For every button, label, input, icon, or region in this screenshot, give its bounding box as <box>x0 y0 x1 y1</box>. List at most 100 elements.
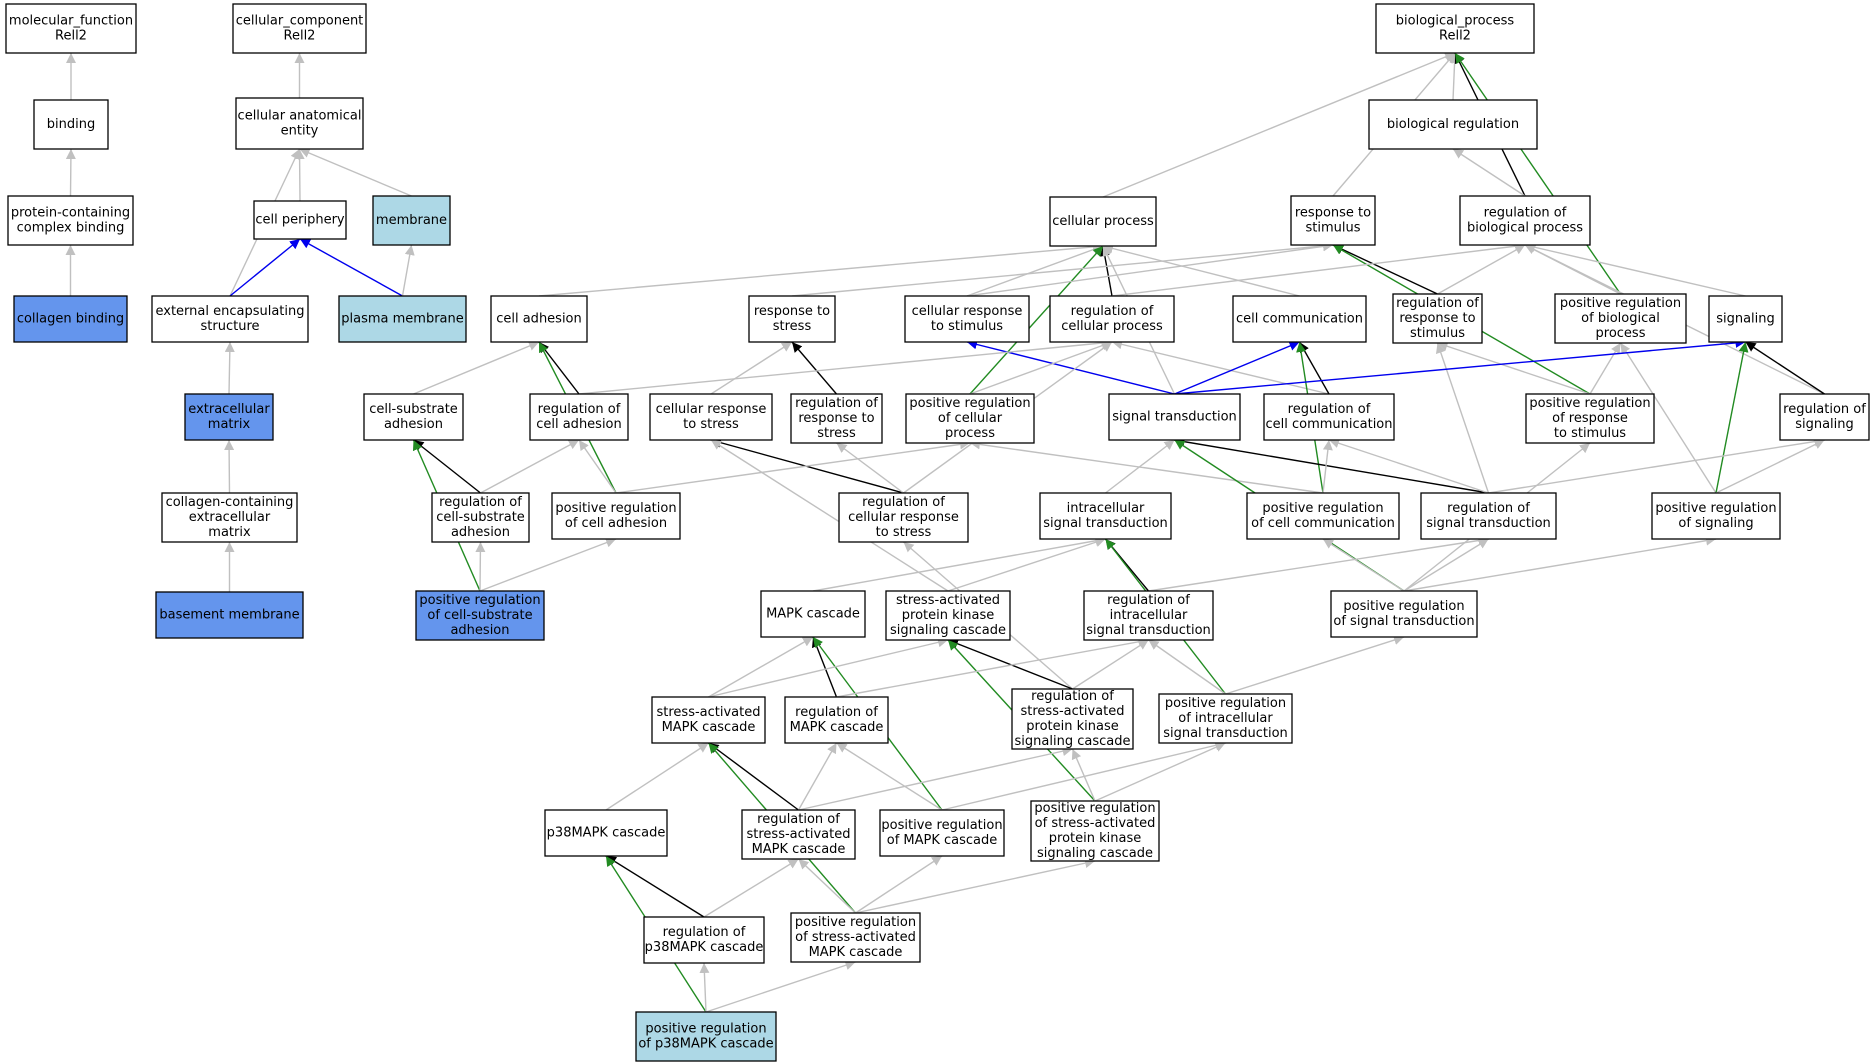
node-box[interactable] <box>1030 800 1160 862</box>
node-bm[interactable]: basement membrane <box>155 591 304 639</box>
node-box[interactable] <box>1232 295 1367 343</box>
node-box[interactable] <box>7 195 134 246</box>
node-box[interactable] <box>1263 393 1395 441</box>
node-box[interactable] <box>790 912 921 963</box>
node-box[interactable] <box>784 696 889 744</box>
node-box[interactable] <box>338 295 467 343</box>
node-box[interactable] <box>155 591 304 639</box>
node-box[interactable] <box>838 492 969 543</box>
node-box[interactable] <box>748 295 836 343</box>
node-box[interactable] <box>1651 492 1781 540</box>
node-box[interactable] <box>1039 492 1172 540</box>
node-box[interactable] <box>1049 295 1175 343</box>
node-box[interactable] <box>741 809 856 860</box>
node-box[interactable] <box>905 393 1035 444</box>
node-periph[interactable]: cell periphery <box>253 200 347 240</box>
node-box[interactable] <box>13 295 128 343</box>
node-box[interactable] <box>1368 99 1538 150</box>
node-box[interactable] <box>151 295 309 343</box>
node-box[interactable] <box>1083 590 1214 641</box>
node-box[interactable] <box>490 295 588 343</box>
node-box[interactable] <box>1246 492 1400 540</box>
node-box[interactable] <box>1525 393 1655 444</box>
node-box[interactable] <box>1290 195 1376 246</box>
node-box[interactable] <box>790 393 883 444</box>
node-box[interactable] <box>635 1011 777 1062</box>
node-signaling[interactable]: signaling <box>1708 295 1783 343</box>
node-box[interactable] <box>879 809 1005 857</box>
node-mapk[interactable]: MAPK cascade <box>760 590 866 638</box>
node-box[interactable] <box>1554 293 1687 344</box>
node-box[interactable] <box>1049 196 1157 247</box>
node-p38[interactable]: p38MAPK cascade <box>544 809 668 857</box>
node-box[interactable] <box>372 195 451 246</box>
node-pm[interactable]: plasma membrane <box>338 295 467 343</box>
node-box[interactable] <box>1708 295 1783 343</box>
node-box[interactable] <box>904 295 1030 343</box>
node-box[interactable] <box>33 99 109 150</box>
node-box[interactable] <box>529 393 629 441</box>
node-membrane[interactable]: membrane <box>372 195 451 246</box>
node-box[interactable] <box>1375 3 1535 54</box>
node-box[interactable] <box>643 916 765 964</box>
node-ccomm[interactable]: cell communication <box>1232 295 1367 343</box>
node-box[interactable] <box>649 393 773 441</box>
node-box[interactable] <box>431 492 530 543</box>
node-st[interactable]: signal transduction <box>1108 393 1241 441</box>
node-box[interactable] <box>1392 293 1483 344</box>
node-box[interactable] <box>232 3 367 54</box>
node-box[interactable] <box>1420 492 1557 540</box>
node-box[interactable] <box>651 696 766 744</box>
node-cp[interactable]: cellular process <box>1049 196 1157 247</box>
node-box[interactable] <box>161 492 298 543</box>
node-box[interactable] <box>1779 393 1870 441</box>
node-box[interactable] <box>1108 393 1241 441</box>
node-binding[interactable]: binding <box>33 99 109 150</box>
node-box[interactable] <box>1330 590 1478 638</box>
node-box[interactable] <box>551 492 681 540</box>
node-box[interactable] <box>1459 195 1591 246</box>
node-box[interactable] <box>5 3 137 54</box>
node-breg[interactable]: biological regulation <box>1368 99 1538 150</box>
node-box[interactable] <box>1011 688 1134 750</box>
node-box[interactable] <box>885 590 1011 641</box>
